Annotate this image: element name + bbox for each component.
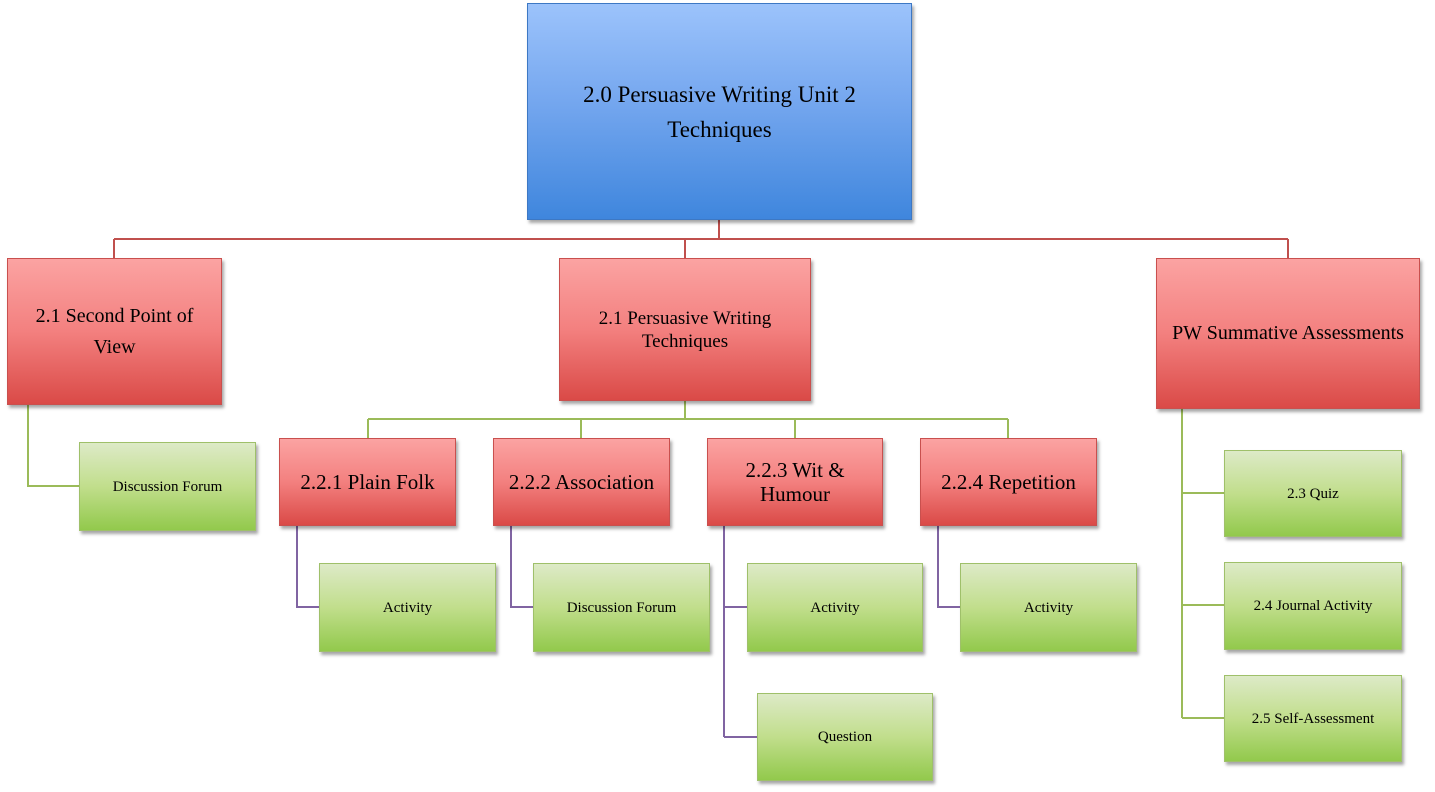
second-point-forum-label: Discussion Forum <box>112 478 223 495</box>
leaf-second-point-forum: Discussion Forum <box>79 442 256 531</box>
leaf-association-forum: Discussion Forum <box>533 563 710 652</box>
leaf-wit-activity: Activity <box>747 563 923 652</box>
root-node: 2.0 Persuasive Writing Unit 2 Techniques <box>527 3 912 220</box>
node-wit-humour: 2.2.3 Wit & Humour <box>707 438 883 526</box>
node-summative-assessments: PW Summative Assessments <box>1156 258 1420 409</box>
leaf-quiz: 2.3 Quiz <box>1224 450 1402 537</box>
association-forum-label: Discussion Forum <box>566 599 677 616</box>
second-point-label: 2.1 Second Point of View <box>35 304 194 358</box>
leaf-journal-activity: 2.4 Journal Activity <box>1224 562 1402 650</box>
node-association: 2.2.2 Association <box>493 438 670 526</box>
wit-question-label: Question <box>817 729 873 745</box>
association-label: 2.2.2 Association <box>508 470 655 494</box>
wit-humour-label: 2.2.3 Wit & Humour <box>745 458 845 506</box>
plain-folk-label: 2.2.1 Plain Folk <box>300 470 435 494</box>
leaf-connectors <box>296 526 960 738</box>
journal-label: 2.4 Journal Activity <box>1253 598 1373 614</box>
techniques-label: 2.1 Persuasive Writing Techniques <box>598 307 772 352</box>
repetition-activity-label: Activity <box>1023 599 1074 616</box>
quiz-label: 2.3 Quiz <box>1287 485 1339 502</box>
node-second-point-of-view: 2.1 Second Point of View <box>7 258 222 405</box>
node-repetition: 2.2.4 Repetition <box>920 438 1097 526</box>
plain-folk-activity-label: Activity <box>382 599 433 616</box>
summative-label: PW Summative Assessments <box>1172 322 1404 344</box>
leaf-self-assessment: 2.5 Self-Assessment <box>1224 675 1402 762</box>
repetition-label: 2.2.4 Repetition <box>941 470 1076 494</box>
wit-activity-label: Activity <box>810 599 860 616</box>
leaf-wit-question: Question <box>757 693 933 781</box>
node-plain-folk: 2.2.1 Plain Folk <box>279 438 456 526</box>
node-persuasive-writing-techniques: 2.1 Persuasive Writing Techniques <box>559 258 811 401</box>
root-label: 2.0 Persuasive Writing Unit 2 Techniques <box>583 81 856 142</box>
leaf-plain-folk-activity: Activity <box>319 563 496 652</box>
section-connectors <box>27 401 1224 719</box>
leaf-repetition-activity: Activity <box>960 563 1137 652</box>
self-assessment-label: 2.5 Self-Assessment <box>1251 710 1375 727</box>
root-connectors <box>113 220 1289 258</box>
